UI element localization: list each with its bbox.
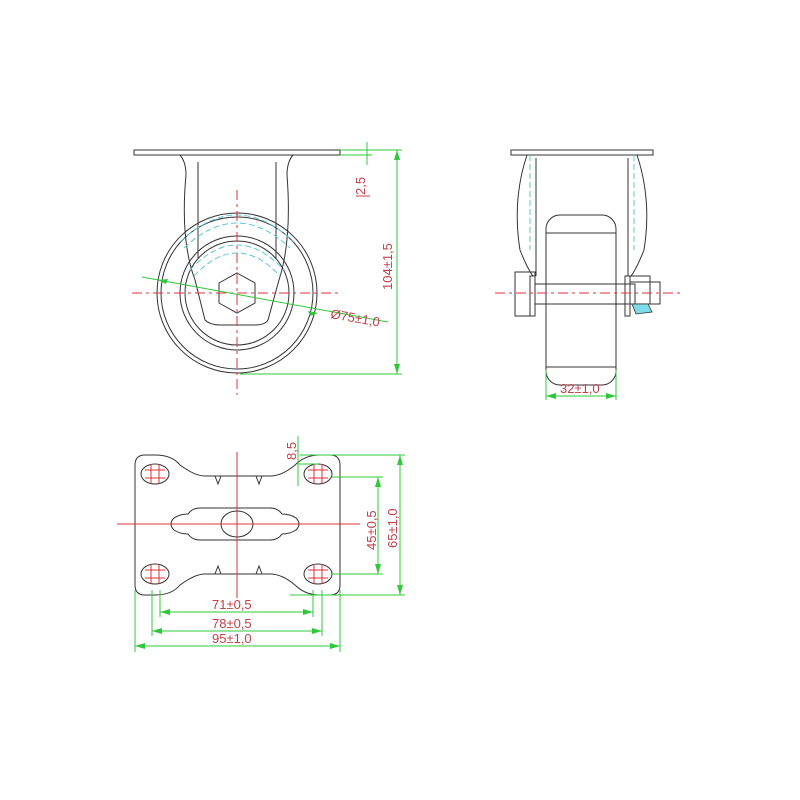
plate-height-label: 65±1,0 bbox=[385, 508, 400, 548]
hole-spacing-vertical-label: 45±0,5 bbox=[364, 510, 379, 550]
plate-width-label: 95±1,0 bbox=[212, 631, 252, 646]
mount-hole bbox=[140, 563, 170, 585]
mount-hole bbox=[140, 463, 170, 485]
top-plate-view: 65±1,0 45±0,5 8,5 71±0,5 78±0,5 95±1,0 bbox=[117, 436, 405, 652]
lock-washer bbox=[631, 303, 653, 315]
nut bbox=[629, 275, 651, 305]
bolt-head bbox=[514, 271, 536, 317]
plate-thickness-label: 2,5 bbox=[353, 177, 368, 195]
mount-hole bbox=[303, 463, 333, 485]
side-mount-plate bbox=[510, 149, 654, 156]
hole-spacing-horizontal-label: 71±0,5 bbox=[212, 597, 252, 612]
front-view: Ø75±1,0 104±1,5 2,5 bbox=[132, 142, 402, 395]
wheel-width-label: 32±1,0 bbox=[560, 381, 600, 396]
hole-outer-span-label: 78±0,5 bbox=[212, 616, 252, 631]
total-height-label: 104±1,5 bbox=[380, 243, 395, 290]
wheel-hub bbox=[545, 232, 617, 368]
mount-plate bbox=[133, 149, 341, 156]
mount-hole bbox=[303, 563, 333, 585]
hole-offset-label: 8,5 bbox=[284, 442, 299, 460]
center-slot bbox=[170, 507, 300, 541]
hex-nut bbox=[218, 272, 256, 314]
wheel-diameter-label: Ø75±1,0 bbox=[329, 306, 381, 329]
side-view: 32±1,0 bbox=[495, 149, 680, 400]
